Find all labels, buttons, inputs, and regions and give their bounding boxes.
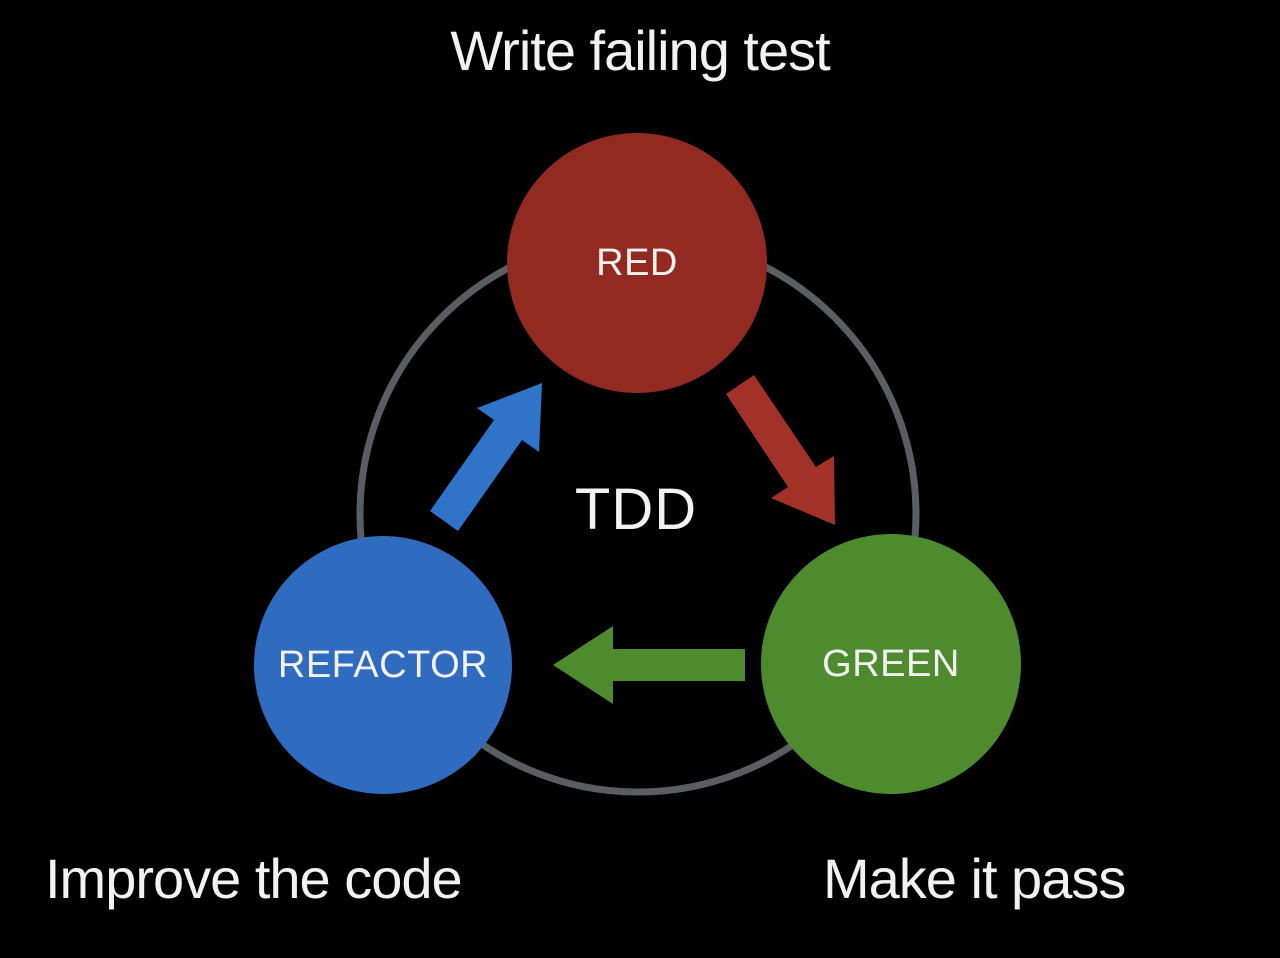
arrow-green-to-refactor [553, 626, 745, 704]
arrow-refactor-to-red [430, 383, 542, 531]
caption-improve-the-code: Improve the code [45, 847, 463, 910]
green-node-label: GREEN [822, 643, 960, 685]
refactor-node: REFACTOR [254, 536, 512, 794]
caption-make-it-pass: Make it pass [823, 847, 1126, 910]
red-node-label: RED [596, 242, 678, 284]
arrow-red-to-green [726, 375, 835, 525]
caption-write-failing-test: Write failing test [450, 19, 830, 82]
tdd-center-label: TDD [574, 477, 698, 542]
red-node: RED [507, 133, 767, 393]
green-node: GREEN [761, 534, 1021, 794]
refactor-node-label: REFACTOR [277, 644, 489, 686]
